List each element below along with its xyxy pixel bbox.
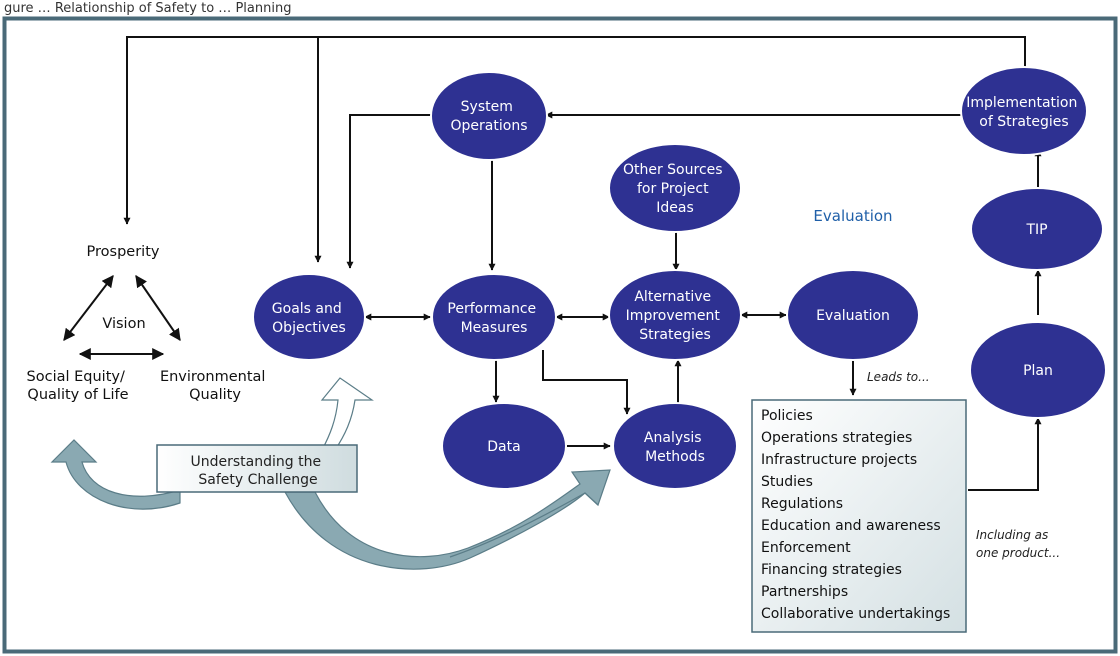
output-item: Financing strategies (761, 562, 902, 578)
output-item: Policies (761, 408, 813, 424)
connectors (63, 36, 1042, 491)
environmental-label: Environmental Quality (160, 369, 270, 403)
node-label: Evaluation (816, 308, 890, 324)
node-tip[interactable]: TIP (970, 187, 1104, 271)
node-label: Implementation of Strategies (966, 95, 1082, 130)
prosperity-label: Prosperity (87, 244, 160, 260)
node-performance[interactable]: Performance Measures (431, 273, 557, 361)
node-label: TIP (1025, 222, 1047, 238)
node-alternative[interactable]: Alternative Improvement Strategies (608, 269, 742, 361)
node-label: Plan (1023, 363, 1053, 379)
arrow-list-to-plan (968, 417, 1042, 491)
outputs-box: Policies Operations strategies Infrastru… (751, 399, 967, 633)
output-item: Infrastructure projects (761, 452, 917, 468)
safety-ribbons (50, 377, 611, 570)
arrow-sysops-to-goals (346, 114, 432, 269)
output-item: Enforcement (761, 540, 851, 556)
output-item: Collaborative undertakings (761, 606, 950, 622)
output-item: Studies (761, 474, 813, 490)
safety-challenge-label: Understanding the Safety Challenge (190, 454, 325, 488)
node-system-operations[interactable]: System Operations (430, 71, 548, 161)
node-plan[interactable]: Plan (969, 321, 1107, 419)
social-equity-label: Social Equity/ Quality of Life (27, 369, 130, 403)
node-label: Alternative Improvement Strategies (626, 289, 725, 343)
nodes: System Operations Implementation of Stra… (252, 66, 1107, 490)
safety-challenge-box: Understanding the Safety Challenge (156, 444, 358, 493)
output-item: Operations strategies (761, 430, 912, 446)
ribbon-up (320, 377, 374, 451)
node-label: Other Sources for Project Ideas (623, 162, 727, 216)
node-label: System Operations (451, 99, 528, 134)
ribbon-swoop (283, 469, 611, 570)
node-implementation[interactable]: Implementation of Strategies (960, 66, 1088, 156)
node-evaluation[interactable]: Evaluation (786, 269, 920, 361)
node-label: Goals and Objectives (272, 301, 346, 336)
vision-label: Vision (102, 316, 145, 332)
leads-to-note: Leads to... (867, 370, 930, 384)
arrow-to-prosperity (123, 36, 1026, 225)
node-label: Analysis Methods (644, 430, 706, 465)
outputs-list: Policies Operations strategies Infrastru… (761, 408, 950, 622)
including-note: Including as one product... (976, 528, 1060, 560)
node-label: Data (487, 439, 520, 455)
output-item: Partnerships (761, 584, 848, 600)
node-label: Performance Measures (447, 301, 540, 336)
node-data[interactable]: Data (441, 402, 567, 490)
evaluation-caption: Evaluation (813, 207, 892, 225)
arrow-perf-to-analysis (542, 350, 631, 415)
node-analysis[interactable]: Analysis Methods (612, 402, 738, 490)
node-goals[interactable]: Goals and Objectives (252, 273, 366, 361)
figure-caption: gure … Relationship of Safety to … Plann… (4, 1, 291, 16)
output-item: Regulations (761, 496, 843, 512)
arrow-prosperity-social (63, 275, 114, 341)
arrow-prosperity-env (135, 275, 181, 341)
output-item: Education and awareness (761, 518, 941, 534)
outer-frame (2, 16, 1118, 654)
node-other-sources[interactable]: Other Sources for Project Ideas (608, 143, 742, 233)
ribbon-left (50, 439, 181, 510)
